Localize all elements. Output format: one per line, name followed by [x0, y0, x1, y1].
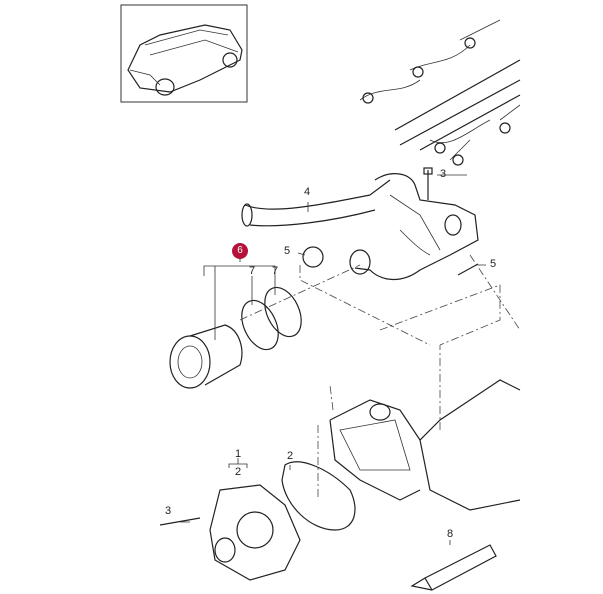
seal-ring-right	[264, 286, 302, 338]
callout-3-top[interactable]: 3	[440, 168, 447, 180]
clamp	[302, 246, 324, 268]
callout-3-bolt[interactable]: 3	[165, 505, 172, 517]
callout-8[interactable]: 8	[447, 528, 454, 540]
callout-6-highlighted[interactable]: 6	[232, 243, 248, 259]
thermostat-housing	[349, 173, 479, 280]
callout-7-right[interactable]: 7	[272, 265, 279, 277]
thermostat	[169, 324, 243, 389]
water-pump	[209, 484, 301, 581]
callout-2-gasket[interactable]: 2	[287, 450, 294, 462]
seal-ring-left	[241, 299, 279, 351]
vehicle-thumbnail	[120, 4, 248, 103]
gasket	[281, 461, 356, 531]
callout-1[interactable]: 1	[235, 448, 242, 460]
callout-2-pump[interactable]: 2	[235, 466, 242, 478]
pump-bolt	[159, 517, 201, 526]
engine-block	[329, 379, 521, 511]
sealant-tube	[424, 544, 497, 591]
coolant-pipe	[241, 179, 391, 227]
fuel-rail	[359, 19, 521, 166]
callout-5-pin[interactable]: 5	[490, 258, 497, 270]
callout-4[interactable]: 4	[304, 186, 311, 198]
callout-5-clamp[interactable]: 5	[284, 245, 291, 257]
dowel-pin	[457, 263, 479, 276]
callout-7-left[interactable]: 7	[249, 265, 256, 277]
